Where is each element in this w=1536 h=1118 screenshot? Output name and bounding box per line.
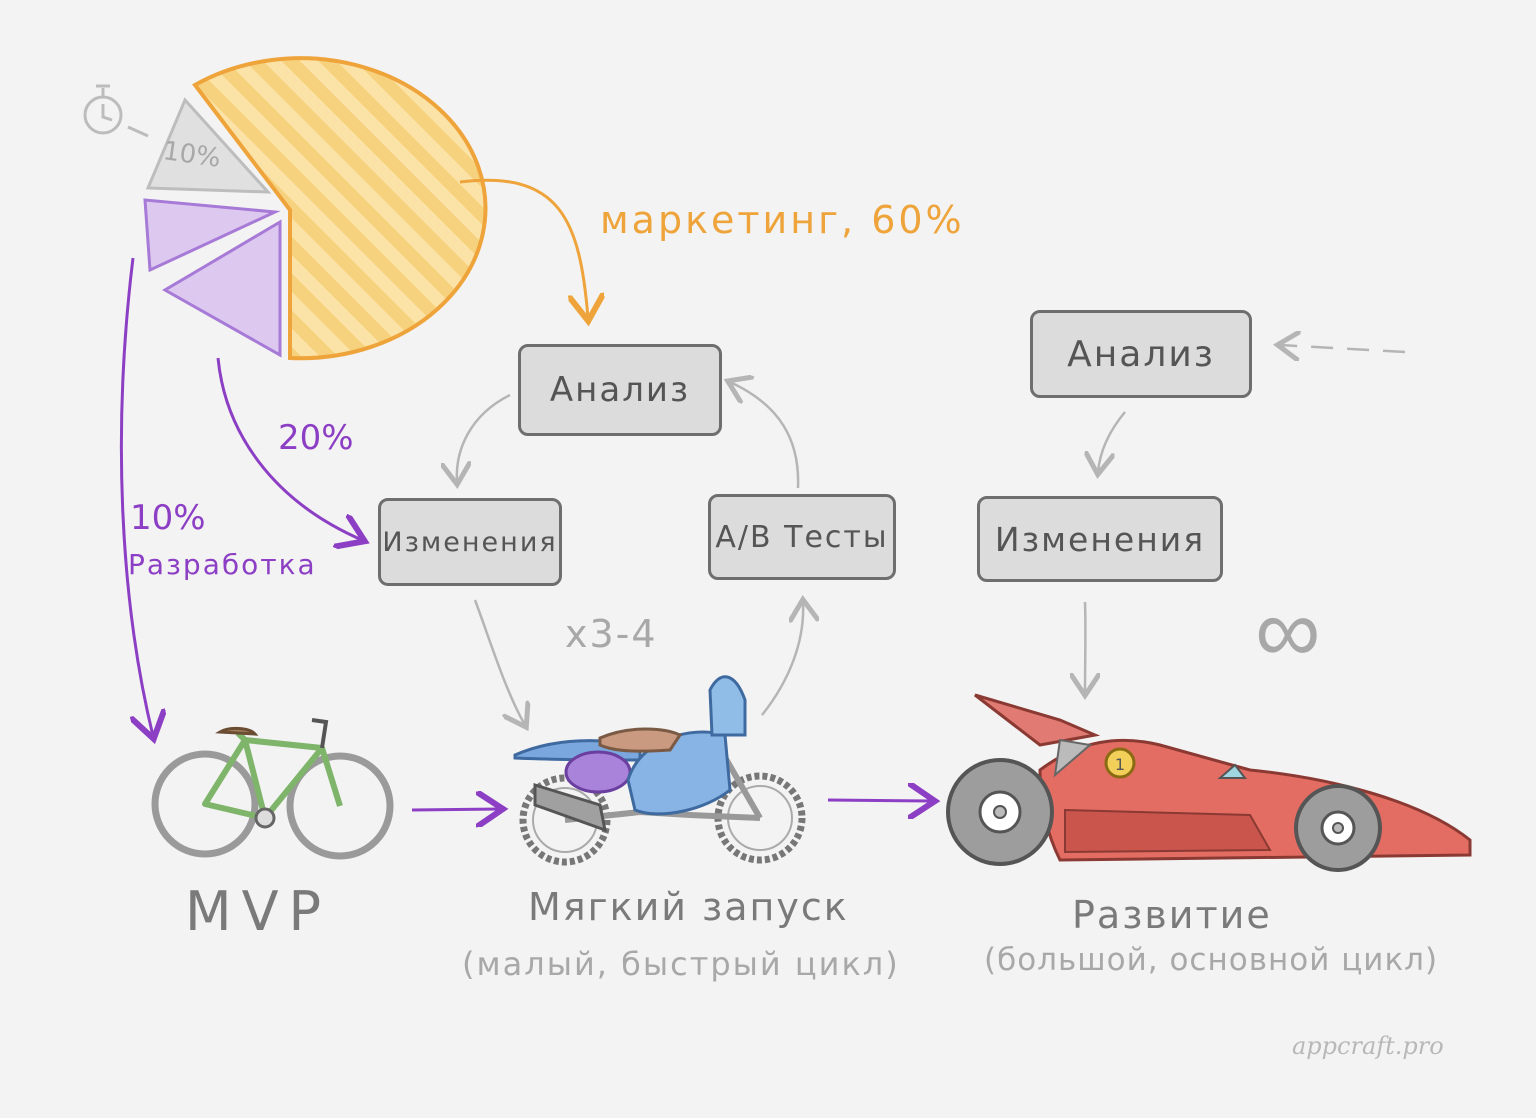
arrow-growth-analysis-to-changes — [1098, 412, 1125, 472]
dev-label: Разработка — [128, 548, 317, 581]
dev-share-label: 10% — [130, 498, 206, 538]
soft-launch-title: Мягкий запуск — [528, 885, 849, 929]
stopwatch-icon — [85, 86, 148, 136]
soft-analysis-label: Анализ — [550, 370, 690, 410]
growth-changes-box: Изменения — [977, 496, 1223, 582]
car-number: 1 — [1115, 755, 1125, 774]
bicycle-icon — [155, 720, 390, 856]
growth-changes-label: Изменения — [995, 520, 1205, 559]
ab-tests-label: A/B Тесты — [715, 520, 888, 555]
changes-share-label: 20% — [278, 418, 354, 458]
arrow-moto-to-ab — [762, 602, 803, 715]
budget-pie — [145, 58, 485, 358]
arrow-ab-to-analysis — [730, 382, 798, 488]
soft-analysis-box: Анализ — [518, 344, 722, 436]
arrow-changes-to-moto — [475, 600, 525, 725]
soft-changes-box: Изменения — [378, 498, 562, 586]
growth-title: Развитие — [1072, 893, 1272, 937]
arrow-loop-return — [1280, 345, 1405, 352]
growth-note: (большой, основной цикл) — [984, 942, 1438, 978]
infinity-symbol: ∞ — [1255, 585, 1321, 677]
soft-launch-note: (малый, быстрый цикл) — [462, 945, 900, 983]
arrow-dev-share — [121, 258, 153, 736]
watermark: appcraft.pro — [1292, 1032, 1444, 1060]
motorcycle-icon — [515, 677, 802, 862]
ab-tests-box: A/B Тесты — [708, 494, 896, 580]
arrow-mvp-to-soft — [412, 809, 500, 810]
growth-analysis-box: Анализ — [1030, 310, 1252, 398]
repeat-count-label: x3-4 — [565, 612, 658, 656]
marketing-label: маркетинг, 60% — [600, 198, 965, 242]
arrow-soft-to-growth — [828, 800, 932, 801]
growth-analysis-label: Анализ — [1067, 334, 1215, 375]
race-car-icon: 1 — [948, 695, 1470, 870]
soft-changes-label: Изменения — [382, 527, 557, 558]
mvp-title: MVP — [185, 880, 331, 943]
arrow-analysis-to-changes — [457, 395, 510, 482]
